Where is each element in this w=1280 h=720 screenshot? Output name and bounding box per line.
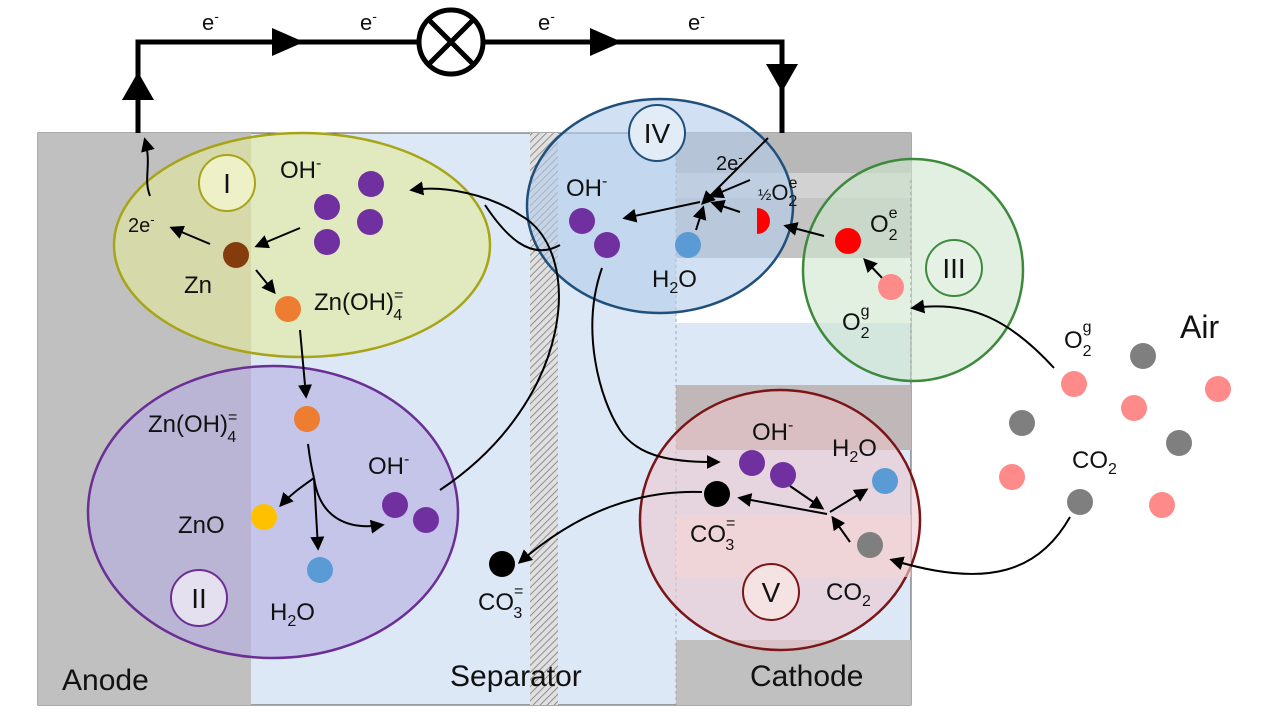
zone-V-label: V: [742, 563, 800, 621]
zincate-particle: [275, 296, 301, 322]
zincate-particle: [294, 406, 320, 432]
h2o-label-zone-V: H2O: [832, 435, 877, 466]
h2o-particle: [307, 557, 333, 583]
zone-II-label: II: [170, 569, 228, 627]
oh-label-zone-I: OH-: [280, 155, 321, 184]
svg-text:II: II: [191, 583, 207, 614]
oh-label-zone-II: OH-: [368, 451, 409, 480]
zone-III-ellipse: [801, 157, 1025, 383]
air-co2-particle: [1009, 410, 1035, 436]
lamp-icon: [416, 7, 486, 77]
co3-particle: [704, 481, 730, 507]
zn-label: Zn: [184, 272, 212, 299]
co3-label-zone-V: CO=3: [690, 515, 735, 554]
arrow-right-icon: [272, 28, 304, 56]
zn-particle: [223, 242, 249, 268]
svg-text:III: III: [942, 253, 965, 284]
oh-particle: [314, 229, 340, 255]
electron-label-2: e-: [360, 8, 377, 35]
zincate-label-zone-II: Zn(OH)=4: [148, 409, 237, 446]
zno-label: ZnO: [178, 512, 225, 539]
oh-label-zone-IV: OH-: [566, 173, 607, 202]
oh-particle: [357, 209, 383, 235]
h2o-label-zone-II: H2O: [270, 599, 315, 630]
anode-label: Anode: [62, 664, 149, 697]
air-co2-label: CO2: [1072, 447, 1117, 478]
co3-label-separator: CO=3: [478, 583, 523, 622]
arrow-down-icon: [766, 64, 798, 92]
arrow-up-icon: [122, 72, 154, 100]
air-label: Air: [1180, 309, 1219, 345]
electron-label-3: e-: [538, 8, 555, 35]
oh-label-zone-V: OH-: [752, 417, 793, 446]
o2e-particle: [835, 228, 861, 254]
oh-particle: [358, 171, 384, 197]
arrow-right-icon: [590, 28, 622, 56]
oh-particle: [382, 492, 408, 518]
oh-particle: [770, 462, 796, 488]
o2g-particle: [878, 274, 904, 300]
half-o2-particle: [757, 208, 770, 234]
electron-label-1: e-: [202, 8, 219, 35]
air-o2-particle: [999, 464, 1025, 490]
cathode-electrons-label: 2e-: [716, 150, 743, 175]
air-co2-particle: [1130, 343, 1156, 369]
external-circuit: e- e- e- e-: [122, 7, 798, 133]
oh-particle: [413, 507, 439, 533]
h2o-label-zone-IV: H2O: [652, 266, 697, 297]
separator-label: Separator: [450, 660, 582, 693]
air-o2-particle: [1061, 371, 1087, 397]
particles: [223, 171, 1231, 583]
oh-particle: [314, 194, 340, 220]
h2o-particle: [675, 232, 701, 258]
species-labels: 2e- Zn OH- Zn(OH)=4 Zn(OH)=4 ZnO H2O OH-…: [128, 150, 1117, 630]
air-co2-particle: [1067, 489, 1093, 515]
svg-text:V: V: [762, 577, 781, 608]
air-o2-particle: [1149, 492, 1175, 518]
co2-label-zone-V: CO2: [826, 579, 871, 610]
zone-IV-ellipse: [525, 97, 795, 315]
zno-particle: [251, 504, 277, 530]
svg-text:I: I: [223, 168, 231, 199]
reaction-arrows: [141, 137, 1071, 575]
co2-particle: [857, 532, 883, 558]
oh-particle: [739, 450, 765, 476]
anode-electrons-label: 2e-: [128, 212, 155, 237]
oh-particle: [569, 208, 595, 234]
cathode-label: Cathode: [750, 660, 863, 693]
zone-III-label: III: [925, 239, 983, 297]
h2o-particle: [872, 468, 898, 494]
air-o2-particle: [1205, 376, 1231, 402]
oh-particle: [594, 232, 620, 258]
co3-particle: [489, 551, 515, 577]
electron-label-4: e-: [688, 8, 705, 35]
zone-IV-label: IV: [628, 104, 686, 162]
air-co2-particle: [1166, 430, 1192, 456]
svg-text:IV: IV: [644, 118, 671, 149]
zincate-label-zone-I: Zn(OH)=4: [314, 287, 403, 324]
zone-I-label: I: [198, 154, 256, 212]
air-o2-particle: [1121, 395, 1147, 421]
